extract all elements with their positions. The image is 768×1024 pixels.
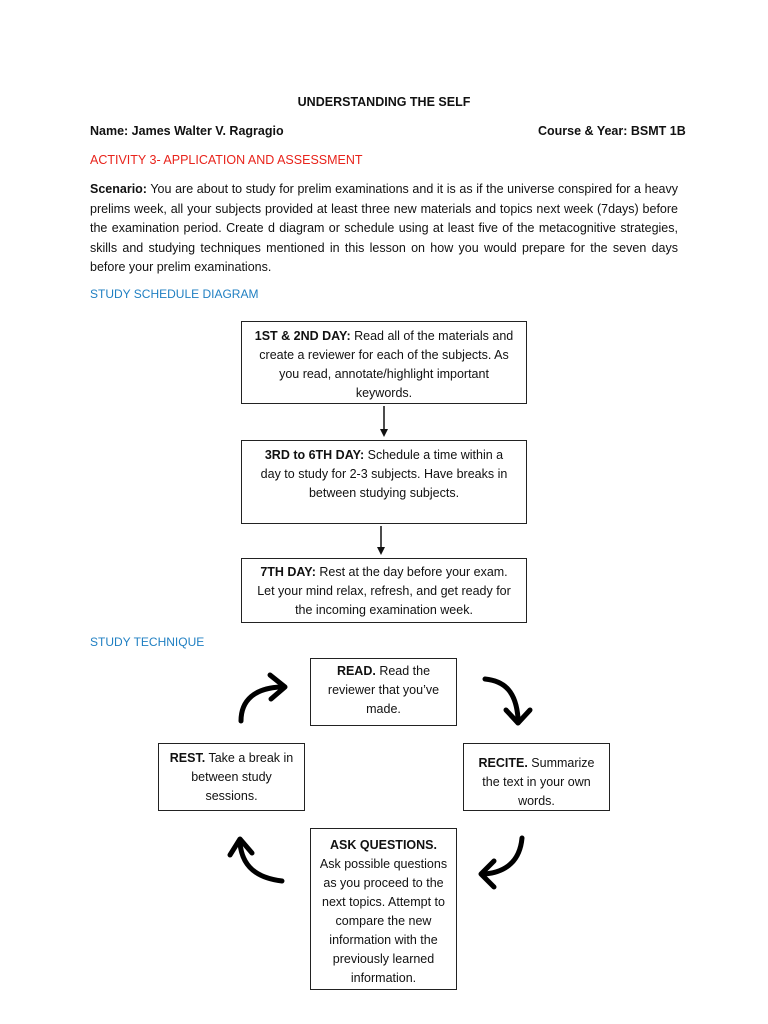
- read-box: READ. Read the reviewer that you’ve made…: [310, 658, 457, 726]
- scenario-label: Scenario:: [90, 182, 147, 196]
- read-text: Read the reviewer that you’ve made.: [327, 664, 440, 716]
- student-name: Name: James Walter V. Ragragio: [90, 124, 284, 138]
- recite-box: RECITE. Summarize the text in your own w…: [463, 743, 610, 811]
- technique-heading: STUDY TECHNIQUE: [90, 635, 205, 649]
- ask-questions-box: ASK QUESTIONS. Ask possible questions as…: [310, 828, 457, 990]
- schedule-step-1: 1ST & 2ND DAY: Read all of the materials…: [241, 321, 527, 404]
- activity-heading: ACTIVITY 3- APPLICATION AND ASSESSMENT: [90, 153, 363, 167]
- step-text: Read all of the materials and create a r…: [259, 329, 514, 400]
- schedule-step-3: 7TH DAY: Rest at the day before your exa…: [241, 558, 527, 623]
- schedule-heading: STUDY SCHEDULE DIAGRAM: [90, 287, 259, 301]
- ask-label: ASK QUESTIONS.: [330, 838, 437, 852]
- step-label: 1ST & 2ND DAY:: [254, 329, 351, 343]
- document-title: UNDERSTANDING THE SELF: [297, 95, 471, 109]
- scenario-paragraph: Scenario: You are about to study for pre…: [90, 180, 678, 278]
- rest-text: Take a break in between study sessions.: [191, 751, 294, 803]
- curved-arrow-icon: [238, 672, 288, 724]
- scenario-text: You are about to study for prelim examin…: [90, 182, 678, 274]
- step-text: Schedule a time within a day to study fo…: [260, 448, 508, 500]
- curved-arrow-icon: [227, 836, 285, 884]
- rest-label: REST.: [169, 751, 206, 765]
- down-arrow-icon: [380, 406, 388, 437]
- step-label: 3RD to 6TH DAY:: [264, 448, 365, 462]
- curved-arrow-icon: [482, 676, 533, 726]
- schedule-step-2: 3RD to 6TH DAY: Schedule a time within a…: [241, 440, 527, 524]
- curved-arrow-icon: [478, 835, 525, 890]
- recite-label: RECITE.: [478, 756, 528, 770]
- course-year: Course & Year: BSMT 1B: [538, 124, 686, 138]
- step-label: 7TH DAY:: [260, 565, 316, 579]
- down-arrow-icon: [377, 526, 385, 555]
- rest-box: REST. Take a break in between study sess…: [158, 743, 305, 811]
- recite-text: Summarize the text in your own words.: [482, 756, 595, 808]
- read-label: READ.: [336, 664, 376, 678]
- step-text: Rest at the day before your exam. Let yo…: [257, 565, 511, 617]
- ask-text: Ask possible questions as you proceed to…: [319, 857, 448, 985]
